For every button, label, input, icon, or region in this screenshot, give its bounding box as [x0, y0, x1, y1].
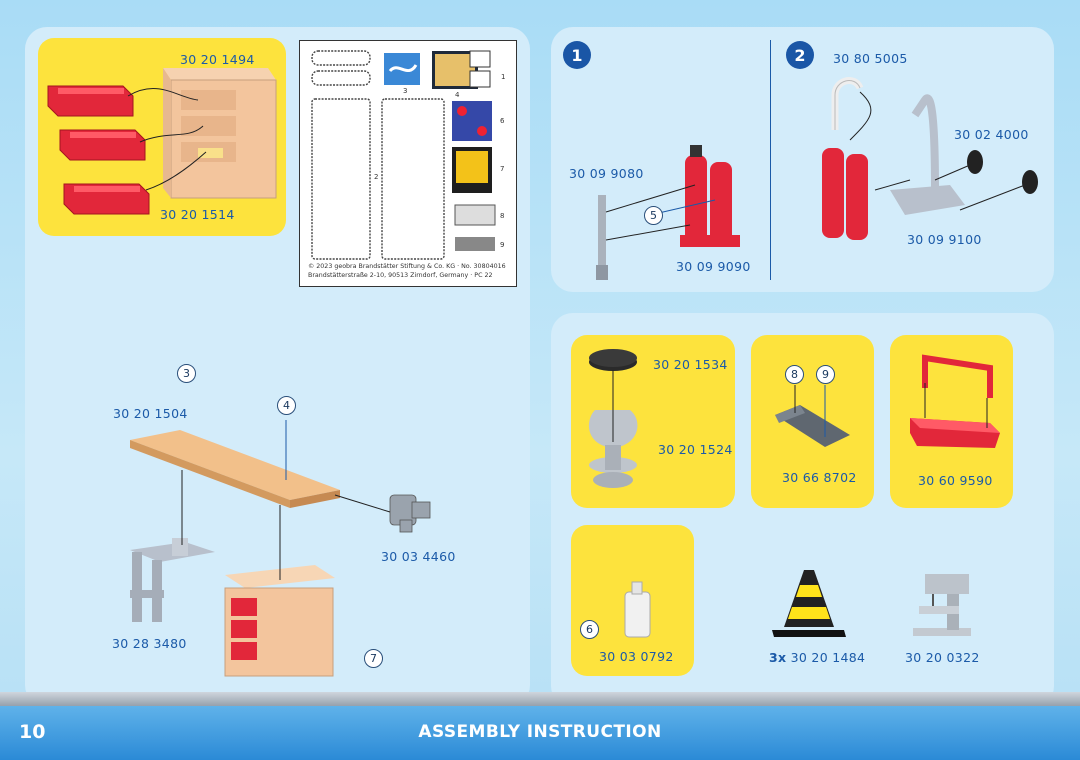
- workbench-clamp-part-number: 30 03 4460: [381, 549, 456, 564]
- stool-illustration: [588, 349, 638, 488]
- bottle-callout-6: 6: [580, 620, 599, 639]
- drawer-box-bottom-part-number: 30 20 1514: [160, 207, 235, 222]
- basket-part-number: 30 60 9590: [918, 473, 993, 488]
- sticker-number-4: 4: [455, 91, 460, 99]
- footer-bar: [0, 706, 1080, 760]
- sticker-sheet: 3 4 1 2 5 6 7 8 9 © 2023 geobra Brandstä…: [299, 40, 517, 287]
- sticker-number-1: 1: [501, 73, 506, 81]
- sticker-sheet-shapes: [311, 50, 496, 260]
- step-1-extinguisher-part-number: 30 09 9090: [676, 259, 751, 274]
- sticker-number-6: 6: [500, 117, 505, 125]
- workbench-callout-3: 3: [177, 364, 196, 383]
- drawer-box-top-part-number: 30 20 1494: [180, 52, 255, 67]
- sticker-number-9: 9: [500, 241, 505, 249]
- sticker-sheet-copyright: © 2023 geobra Brandstätter Stiftung & Co…: [308, 263, 506, 270]
- traffic-cone-quantity-part: 3x 30 20 1484: [769, 650, 865, 665]
- basket-illustration: [910, 354, 1000, 448]
- step-2-badge: 2: [786, 41, 814, 69]
- bottle-part-number: 30 03 0792: [599, 649, 674, 664]
- step-2-hook-part-number: 30 80 5005: [833, 51, 908, 66]
- traffic-cone-part-number: 30 20 1484: [790, 650, 866, 665]
- step-1-callout-5: 5: [644, 206, 663, 225]
- workbench-board-part-number: 30 20 1504: [113, 406, 188, 421]
- footer-title: ASSEMBLY INSTRUCTION: [418, 722, 662, 742]
- workbench-callout-7: 7: [364, 649, 383, 668]
- step-2-illustration: [822, 77, 1038, 240]
- mat-illustration: [775, 385, 850, 447]
- sticker-number-7: 7: [500, 165, 505, 173]
- drill-press-illustration: [913, 574, 971, 636]
- stool-base-part-number: 30 20 1524: [658, 442, 733, 457]
- step-2-base-part-number: 30 09 9100: [907, 232, 982, 247]
- mat-callout-9: 9: [816, 365, 835, 384]
- stool-top-part-number: 30 20 1534: [653, 357, 728, 372]
- sticker-number-8: 8: [500, 212, 505, 220]
- step-1-badge: 1: [563, 41, 591, 69]
- steps-divider: [770, 40, 771, 280]
- drill-press-part-number: 30 20 0322: [905, 650, 980, 665]
- mat-callout-8: 8: [785, 365, 804, 384]
- page-number: 10: [19, 721, 46, 743]
- sticker-number-2: 2: [374, 173, 379, 181]
- workbench-stand-part-number: 30 28 3480: [112, 636, 187, 651]
- sticker-sheet-address: Brandstätterstraße 2-10, 90513 Zirndorf,…: [308, 272, 493, 279]
- step-2-cart-part-number: 30 02 4000: [954, 127, 1029, 142]
- step-1-pole-part-number: 30 09 9080: [569, 166, 644, 181]
- mat-part-number: 30 66 8702: [782, 470, 857, 485]
- traffic-cone-quantity: 3x: [769, 650, 787, 665]
- workbench-callout-4: 4: [277, 396, 296, 415]
- workbench-illustration: [130, 420, 431, 677]
- bottle-illustration: [624, 581, 651, 638]
- footer-strip: [0, 692, 1080, 708]
- drawer-box-illustration: [47, 68, 277, 215]
- traffic-cone-illustration: [772, 570, 846, 637]
- sticker-number-3: 3: [403, 87, 408, 95]
